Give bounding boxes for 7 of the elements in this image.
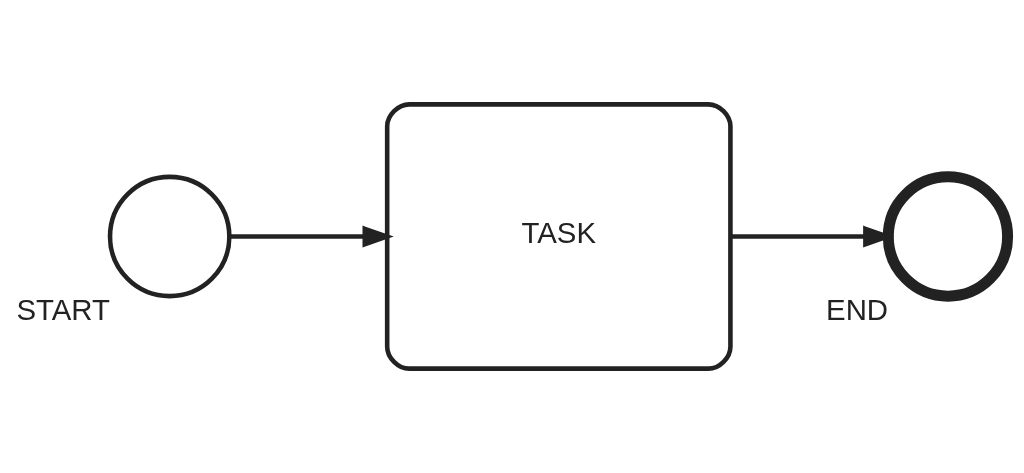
node-label: START xyxy=(16,292,110,326)
node-circle xyxy=(107,174,232,299)
node-box: TASK xyxy=(384,102,733,371)
node-circle xyxy=(882,171,1014,302)
arrow xyxy=(730,225,895,248)
arrow xyxy=(230,225,394,248)
node-label: END xyxy=(826,292,889,326)
